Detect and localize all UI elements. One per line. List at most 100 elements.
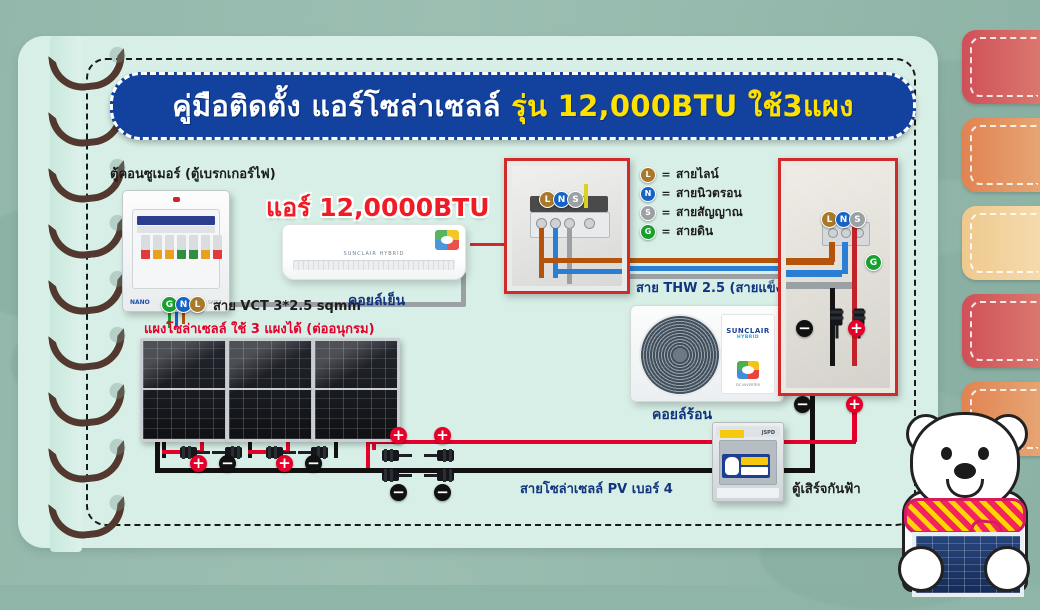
spiral-binding xyxy=(28,44,128,544)
callout-line-indoor xyxy=(470,243,504,246)
spiral-ring xyxy=(48,496,128,542)
outdoor-unit-panel: SUNCLAIR HYBRID DC INVERTER xyxy=(721,314,775,394)
wire-pv-negative-bus xyxy=(155,468,715,473)
photo-wire-grey xyxy=(567,228,572,284)
surge-protection-box: JSPD xyxy=(712,422,784,502)
indoor-unit-brand: SUNCLAIR HYBRID xyxy=(343,251,405,257)
air-vent xyxy=(293,260,455,270)
indoor-terminal-badge-l: L xyxy=(539,191,556,208)
surge-box-brand: JSPD xyxy=(761,430,775,436)
consumer-unit-box: NANO SAFE-T xyxy=(122,190,230,312)
polarity-plus-cable: + xyxy=(846,396,863,413)
pv-cable-label: สายโซล่าเซลล์ PV เบอร์ 4 xyxy=(520,482,673,497)
bear-paw-right xyxy=(984,546,1030,592)
outdoor-unit-brand: SUNCLAIR HYBRID xyxy=(726,327,770,340)
surge-box-label: ตู้เสิร์จกันฟ้า xyxy=(792,482,861,497)
notebook-tab-strip xyxy=(944,30,1040,460)
terminal-screw xyxy=(828,228,838,238)
legend-icon-l: L xyxy=(640,166,656,183)
brand-line-1: SUNCLAIR xyxy=(726,327,770,335)
photo-wire-brown-exit xyxy=(539,258,622,263)
legend-item-neutral: N = สายนิวตรอน xyxy=(640,185,743,202)
bear-mouth xyxy=(946,479,984,498)
breaker xyxy=(165,235,174,259)
photo-wire-pv-black xyxy=(830,288,835,366)
wire-pv-negative-riser xyxy=(155,436,160,470)
legend-item-ground: G = สายดิน xyxy=(640,223,743,240)
spiral-ring xyxy=(48,272,128,318)
mc4-connector-panel-1a xyxy=(180,446,210,459)
brand-line-2: HYBRID xyxy=(736,335,760,340)
terminal-screw xyxy=(584,218,595,229)
mc4-output-negative-a xyxy=(382,469,412,482)
busbar xyxy=(137,216,215,225)
wire-vct-riser xyxy=(461,272,466,306)
bear-eye-left xyxy=(941,447,952,460)
legend-label-neutral: สายนิวตรอน xyxy=(676,186,742,200)
mc4-connector-panel-2a xyxy=(266,446,296,459)
surge-box-sticker xyxy=(722,454,770,478)
wire-pv-positive-riser-a xyxy=(366,440,370,468)
surge-box-header: JSPD xyxy=(716,426,780,438)
wire-pv3-black xyxy=(334,436,338,458)
legend-label-line: สายไลน์ xyxy=(676,167,719,181)
condenser-fan-icon xyxy=(639,314,721,396)
indoor-wiring-photo: L N S xyxy=(504,158,630,294)
indoor-wiring-photo-inner xyxy=(512,166,622,286)
photo-wire-grey-in xyxy=(786,282,856,289)
legend-equals: = xyxy=(661,225,671,238)
indoor-coil-label: คอยล์เย็น xyxy=(348,293,406,309)
wire-pv2-red xyxy=(286,436,290,450)
surge-box-footer xyxy=(717,488,779,498)
wire-surge-top-red xyxy=(716,440,856,444)
notebook-tab-3[interactable] xyxy=(962,206,1040,280)
spiral-ring xyxy=(48,384,128,430)
outdoor-terminal-badge-g: G xyxy=(865,254,882,271)
polarity-minus-output-b: − xyxy=(434,484,451,501)
ac-capacity-label: แอร์ 12,0000BTU xyxy=(266,193,490,222)
photo-wire-brown xyxy=(539,228,544,278)
outdoor-terminal-badge-s: S xyxy=(849,211,866,228)
bear-paw-left xyxy=(898,546,944,592)
bear-mascot xyxy=(884,404,1040,597)
polarity-plus-panel-2: + xyxy=(276,455,293,472)
solar-panel-3 xyxy=(312,338,400,442)
legend-label-signal: สายสัญญาณ xyxy=(676,205,743,219)
wire-pv1-black xyxy=(162,436,166,458)
photo-wire-pv-red xyxy=(852,222,857,366)
indoor-terminal-badge-s: S xyxy=(567,191,584,208)
outdoor-coil-label: คอยล์ร้อน xyxy=(652,407,713,423)
wire-thw-blue xyxy=(592,266,792,271)
polarity-plus-output-a: + xyxy=(390,427,407,444)
wire-thw-brown xyxy=(592,258,792,263)
wire-thw-grey xyxy=(592,274,792,279)
polarity-plus-output-b: + xyxy=(434,427,451,444)
solar-panel-2 xyxy=(226,338,314,442)
photo-wire-blue-exit xyxy=(553,269,622,274)
breaker xyxy=(153,235,162,259)
mc4-output-positive-b xyxy=(424,450,454,461)
breaker xyxy=(213,235,222,259)
power-led-icon xyxy=(173,197,180,202)
wire-neutral-vertical xyxy=(175,308,178,326)
bear-nose-icon xyxy=(954,463,976,479)
photo-wire-yellow-green xyxy=(584,184,588,208)
consumer-unit-brand: NANO xyxy=(130,299,150,306)
bear-head xyxy=(910,412,1020,512)
consumer-unit-brand-secondary: SAFE-T xyxy=(208,300,222,305)
photo-wire-brown-in xyxy=(786,258,834,265)
vct-cable-label: สาย VCT 3*2.5 sqmm xyxy=(213,299,361,314)
consumer-unit-door xyxy=(132,209,222,289)
notebook-tab-4[interactable] xyxy=(962,294,1040,368)
wire-color-legend: L = สายไลน์ N = สายนิวตรอน S = สายสัญญาณ… xyxy=(640,166,743,242)
wire-vct-horizontal xyxy=(166,302,466,307)
polarity-minus-output-a: − xyxy=(390,484,407,501)
breaker xyxy=(177,235,186,259)
polarity-plus-panel-1: + xyxy=(190,455,207,472)
outdoor-terminal-badge-n: N xyxy=(835,211,852,228)
notebook-tab-1[interactable] xyxy=(962,30,1040,104)
terminal-dot-line: L xyxy=(189,296,206,313)
bear-scarf xyxy=(904,498,1026,534)
legend-icon-s: S xyxy=(640,204,656,221)
notebook-tab-2[interactable] xyxy=(962,118,1040,192)
